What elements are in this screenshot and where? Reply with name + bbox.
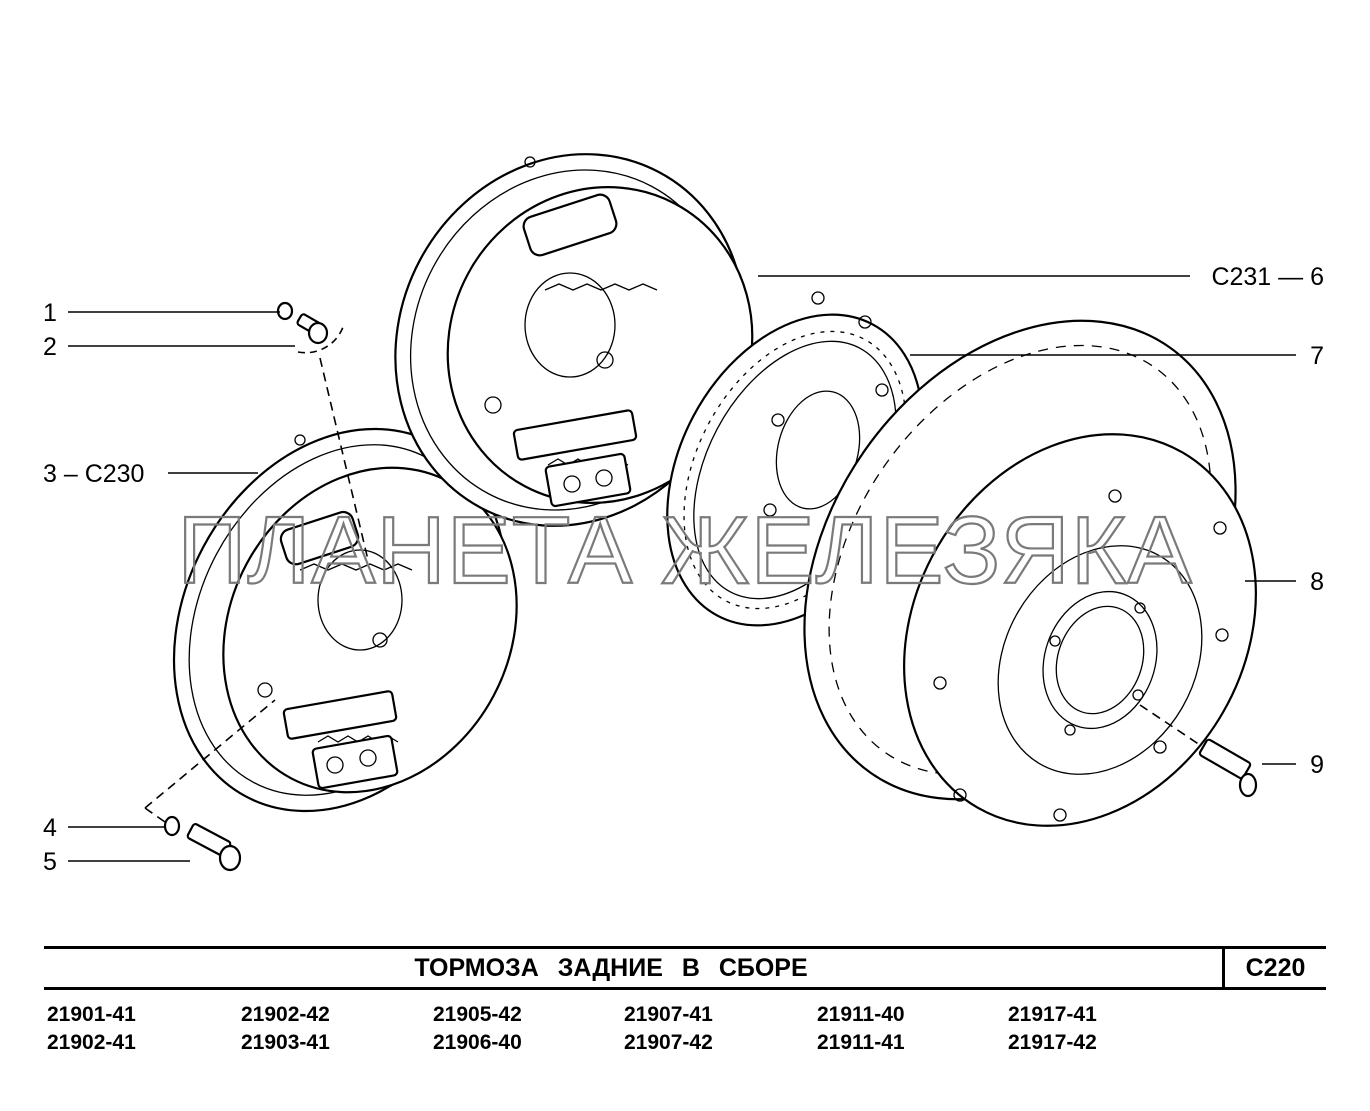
washer-1 [276, 301, 294, 321]
title-block: ТОРМОЗА ЗАДНИЕ В СБОРЕ С220 [44, 946, 1326, 990]
wheel-stud-9 [1198, 738, 1258, 798]
model-code: 21902-41 [47, 1031, 136, 1054]
callout-4: 4 [43, 814, 57, 842]
model-code: 21903-41 [241, 1031, 330, 1054]
brake-drum [803, 319, 1257, 827]
model-code: 21917-41 [1008, 1003, 1097, 1026]
callout-5: 5 [43, 848, 57, 876]
model-code: 21911-41 [817, 1031, 905, 1054]
washer-4 [163, 815, 181, 837]
model-code: 21902-42 [241, 1003, 330, 1026]
callout-7: 7 [1310, 342, 1324, 370]
callout-6: С231 — 6 [1211, 263, 1324, 291]
model-code: 21917-42 [1008, 1031, 1097, 1054]
page-title: ТОРМОЗА ЗАДНИЕ В СБОРЕ [414, 954, 808, 982]
bolt-5 [186, 823, 242, 872]
callout-2: 2 [43, 333, 57, 361]
callout-1: 1 [43, 299, 57, 327]
model-code: 21901-41 [47, 1003, 136, 1026]
model-code: 21906-40 [433, 1031, 522, 1054]
callout-8: 8 [1310, 568, 1324, 596]
right-brake-assembly [394, 153, 754, 527]
watermark: ПЛАНЕТА ЖЕЛЕЗЯКА [177, 497, 1192, 604]
model-code: 21907-42 [624, 1031, 713, 1054]
model-code: 21907-41 [624, 1003, 713, 1026]
title-divider [1222, 949, 1225, 987]
page-code: С220 [1245, 954, 1306, 982]
left-brake-assembly [172, 427, 518, 813]
screw-2 [296, 313, 329, 345]
model-code: 21905-42 [433, 1003, 522, 1026]
model-code: 21911-40 [817, 1003, 905, 1026]
callout-9: 9 [1310, 751, 1324, 779]
callout-3: 3 – С230 [43, 460, 144, 488]
